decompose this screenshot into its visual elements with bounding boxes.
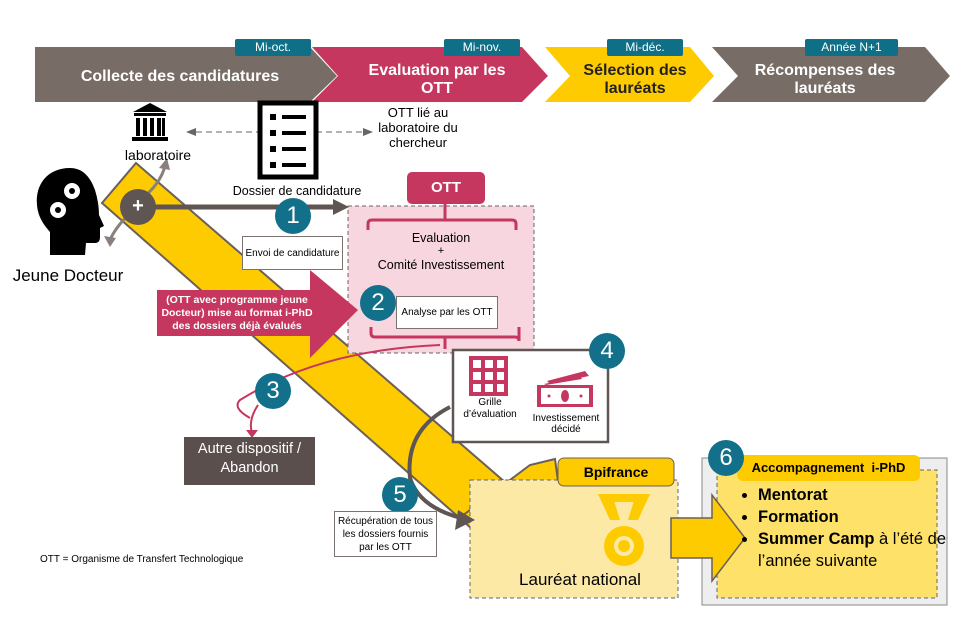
ott-bottom-bracket [369,327,521,349]
ott-evaluation-text: Evaluation + Comité Investissement [348,230,534,273]
autre-dispositif-box [184,437,315,485]
bpifrance-header: Bpifrance [583,464,649,480]
arrow-to-laboratoire-head [159,158,170,170]
step2-crimson-arrow [157,270,358,358]
rejection-arrow-head [246,430,258,438]
rejection-arrow-lower [249,404,259,434]
medal-icon [598,494,650,566]
step-1-badge: 1 [275,198,311,234]
accompagnement-header-bg [737,455,920,481]
step-2-arrow-text: (OTT avec programme jeune Docteur) mise … [161,294,313,332]
evaluation-grid-icon [469,356,508,396]
bpifrance-header-bg [557,457,675,487]
laboratoire-building-icon [132,103,168,141]
phase-3-chevron [545,47,714,102]
ott-box [347,205,535,354]
ott-header: OTT [431,179,461,196]
to-accompagnement-arrow [670,492,746,584]
item-bold: Formation [758,508,839,526]
phase-2-label: Evaluation par les OTT [368,62,506,97]
accompagnement-header: Accompagnement i-PhD [751,460,906,475]
recovery-arrow-head [455,510,475,530]
jeune-docteur-head-icon [36,168,104,255]
investment-label: Investissement décidé [532,413,600,435]
phase-3-date-tag: Mi-déc. [607,39,683,56]
accompagnement-item: Formation [758,506,958,528]
dashed-right-head [363,128,373,136]
document-checklist-icon [257,100,319,180]
item-rest: à l’été de l’année suivante [758,530,947,570]
phase-3-label: Sélection des lauréats [583,62,687,97]
phase-2-date-tag: Mi-nov. [444,39,520,56]
ott-line-evaluation: Evaluation [411,231,471,245]
step-3-badge: 3 [255,373,291,409]
phase-1-chevron [35,47,337,102]
step-5-badge: 5 [382,477,418,513]
recovery-arrow [407,405,471,522]
dossier-label: Dossier de candidature [232,184,362,198]
arrow-to-docteur-head [104,236,116,247]
money-banknote-icon [537,371,593,407]
accompagnement-item: Summer Camp à l’été de l’année suivante [758,528,958,572]
step-3-label: Autre dispositif / Abandon [197,441,302,476]
phase-1-label: Collecte des candidatures [80,68,280,85]
phase-4-label: Récompenses des lauréats [754,62,896,97]
accompagnement-item: Mentorat [758,484,958,506]
ott-linked-label: OTT lié au laboratoire du chercheur [378,105,458,150]
plus-sign: + [132,195,144,217]
laureat-national-label: Lauréat national [519,570,641,589]
ott-top-bracket [366,204,518,230]
submission-arrow-head [333,199,349,215]
accompagnement-inner-box [716,469,938,599]
accompagnement-list: Mentorat Formation Summer Camp à l’été d… [740,484,958,572]
phase-4-chevron [712,47,950,102]
step-5-label: Récupération de tous les dossiers fourni… [334,511,437,557]
item-bold: Mentorat [758,486,828,504]
grid-label: Grille d’évaluation [463,397,517,420]
step-2-badge: 2 [360,285,396,321]
phase-4-date-tag: Année N+1 [805,39,898,56]
ott-line-plus: + [437,245,445,257]
dashed-left-head [186,128,196,136]
phase-1-date-tag: Mi-oct. [235,39,311,56]
footnote: OTT = Organisme de Transfert Technologiq… [40,554,244,565]
phase-2-chevron [312,47,548,102]
step-6-badge: 6 [708,440,744,476]
jeune-docteur-label: Jeune Docteur [12,266,124,285]
step-2-label: Analyse par les OTT [396,296,498,329]
laboratoire-label: laboratoire [124,147,192,163]
plus-circle [120,189,156,225]
step-4-badge: 4 [589,333,625,369]
step-1-label: Envoi de candidature [242,236,343,270]
ott-line-comite: Comité Investissement [377,258,505,272]
ott-header-bg [407,172,485,204]
item-bold: Summer Camp [758,530,875,548]
